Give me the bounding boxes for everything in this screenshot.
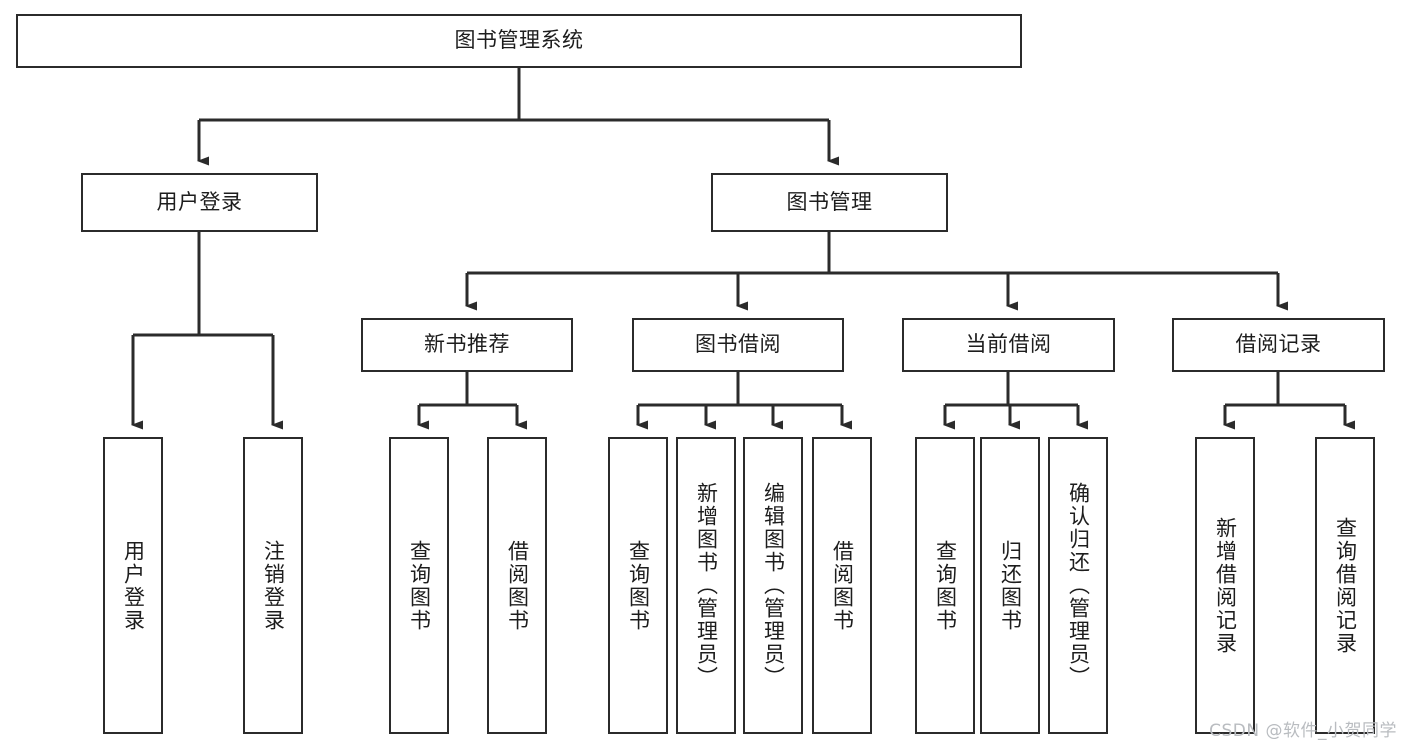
node-new-book-recommend: 新书推荐 [361,318,573,372]
node-book-manage: 图书管理 [711,173,948,232]
node-leaf-leaf-query-book-1: 查询图书 [389,437,449,734]
node-leaf-leaf-query-book-3: 查询图书 [915,437,975,734]
node-label: 新书推荐 [424,332,510,357]
node-label: 图书管理 [786,189,873,214]
watermark-text: CSDN @软件_小贺同学 [1209,721,1397,741]
connector-lines [131,68,1355,430]
node-borrow-record: 借阅记录 [1172,318,1385,372]
node-leaf-leaf-add-record: 新增借阅记录 [1195,437,1255,734]
node-leaf-leaf-return-book: 归还图书 [980,437,1040,734]
node-leaf-leaf-edit-book: 编辑图书（管理员） [743,437,803,734]
node-label: 查询图书 [626,539,651,632]
node-label: 注销登录 [261,539,286,632]
node-current-borrow: 当前借阅 [902,318,1115,372]
node-label: 查询借阅记录 [1333,516,1358,655]
node-leaf-leaf-query-record: 查询借阅记录 [1315,437,1375,734]
node-leaf-leaf-borrow-book-1: 借阅图书 [487,437,547,734]
node-label: 图书管理系统 [454,28,584,53]
node-label: 归还图书 [998,539,1023,632]
node-leaf-leaf-user-login: 用户登录 [103,437,163,734]
node-label: 当前借阅 [965,332,1052,357]
node-user-login: 用户登录 [81,173,318,232]
node-label: 查询图书 [407,539,432,632]
node-label: 编辑图书（管理员） [761,482,786,689]
node-leaf-leaf-borrow-book-2: 借阅图书 [812,437,872,734]
node-label: 用户登录 [121,539,146,632]
node-label: 新增图书（管理员） [694,482,719,689]
node-book-borrow: 图书借阅 [632,318,844,372]
node-leaf-leaf-add-book: 新增图书（管理员） [676,437,736,734]
node-leaf-leaf-confirm-return: 确认归还（管理员） [1048,437,1108,734]
node-label: 借阅图书 [830,539,855,632]
node-label: 用户登录 [156,189,243,214]
node-root-root: 图书管理系统 [16,14,1022,68]
node-label: 查询图书 [933,539,958,632]
node-label: 确认归还（管理员） [1066,482,1091,689]
node-label: 新增借阅记录 [1213,516,1238,655]
node-leaf-leaf-query-book-2: 查询图书 [608,437,668,734]
node-label: 借阅图书 [505,539,530,632]
node-label: 借阅记录 [1235,332,1322,357]
node-leaf-leaf-logout: 注销登录 [243,437,303,734]
node-label: 图书借阅 [695,332,781,357]
